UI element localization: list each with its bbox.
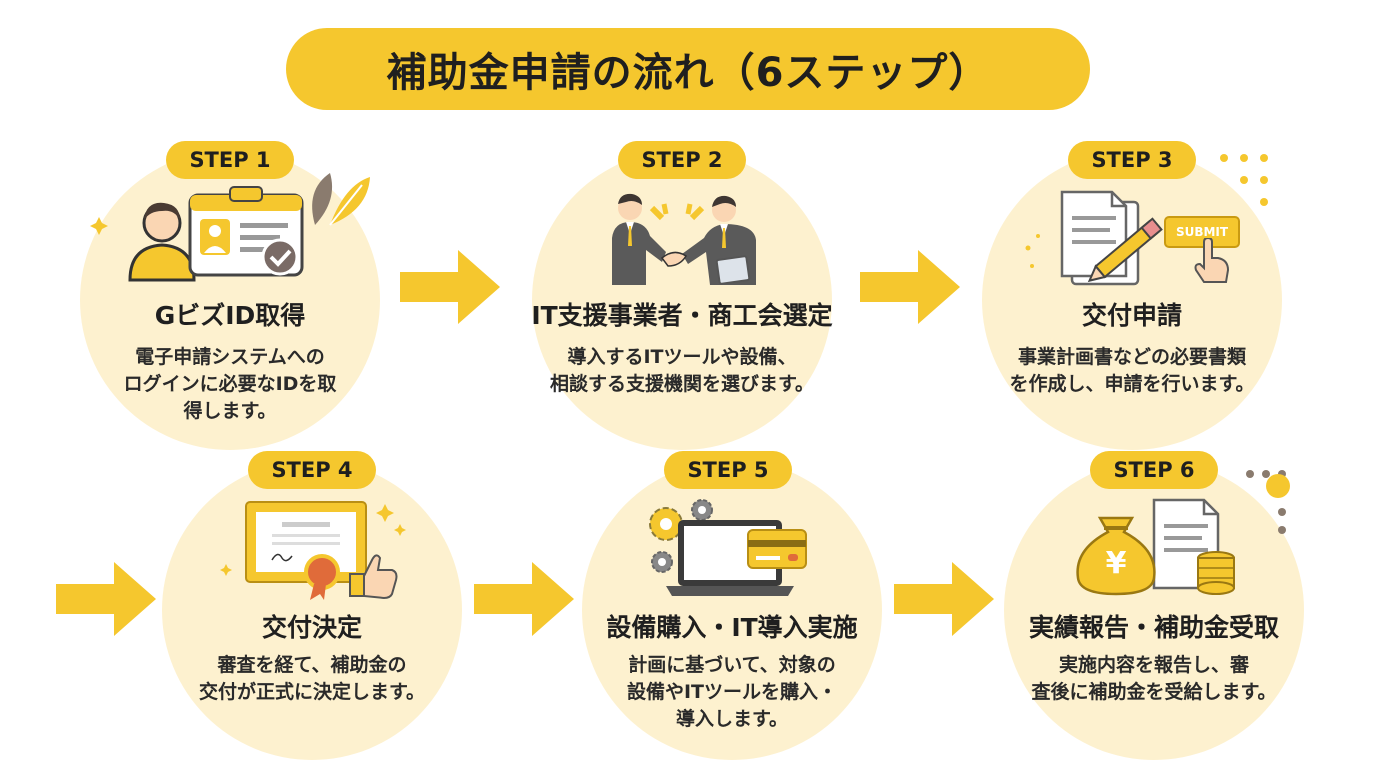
submit-button-illustration: SUBMIT [1164, 216, 1240, 248]
step-6-badge: STEP 6 [1090, 451, 1218, 489]
step-2-desc: 導入するITツールや設備、 相談する支援機関を選びます。 [549, 346, 815, 395]
arrow-right-icon [400, 250, 500, 324]
step-4-badge: STEP 4 [248, 451, 376, 489]
step-2-circle [532, 150, 832, 450]
arrow-right-icon [894, 562, 994, 636]
step-6-desc: 実施内容を報告し、審 査後に補助金を受給します。 [1031, 654, 1277, 703]
step-1-title: GビズID取得 [154, 301, 306, 330]
arrow-right-icon [56, 562, 156, 636]
step-1-desc: 電子申請システムへの ログインに必要なIDを取 得します。 [123, 346, 337, 422]
certificate-icon [220, 501, 406, 600]
dots-decoration-icon [1246, 470, 1290, 534]
step-3-badge: STEP 3 [1068, 141, 1196, 179]
step-5-title: 設備購入・IT導入実施 [606, 613, 858, 642]
step-5-circle [582, 460, 882, 760]
step-5-badge: STEP 5 [664, 451, 792, 489]
pointer-hand-icon [1194, 238, 1230, 283]
step-5-desc: 計画に基づいて、対象の 設備やITツールを購入・ 導入します。 [626, 654, 838, 730]
step-1-badge: STEP 1 [166, 141, 294, 179]
step-6-title: 実績報告・補助金受取 [1028, 613, 1279, 642]
page-title-banner: 補助金申請の流れ（6ステップ） [286, 28, 1090, 110]
id-card-icon [90, 173, 370, 282]
step-4-desc: 審査を経て、補助金の 交付が正式に決定します。 [198, 654, 426, 703]
dots-decoration-icon [1220, 154, 1268, 206]
handshake-icon [612, 193, 756, 285]
arrow-right-icon [860, 250, 960, 324]
step-2-badge: STEP 2 [618, 141, 746, 179]
document-submit-icon [1025, 190, 1163, 286]
step-2-title: IT支援事業者・商工会選定 [531, 301, 833, 330]
arrow-right-icon [474, 562, 574, 636]
step-3-title: 交付申請 [1081, 301, 1182, 330]
page-title: 補助金申請の流れ（6ステップ） [386, 50, 990, 96]
step-4-title: 交付決定 [261, 613, 362, 642]
step-3-circle [982, 150, 1282, 450]
money-bag-icon [1076, 498, 1235, 596]
yen-symbol-text: ¥ [1105, 546, 1127, 581]
laptop-card-icon [649, 499, 807, 596]
step-3-desc: 事業計画書などの必要書類 を作成し、申請を行います。 [1009, 346, 1255, 395]
